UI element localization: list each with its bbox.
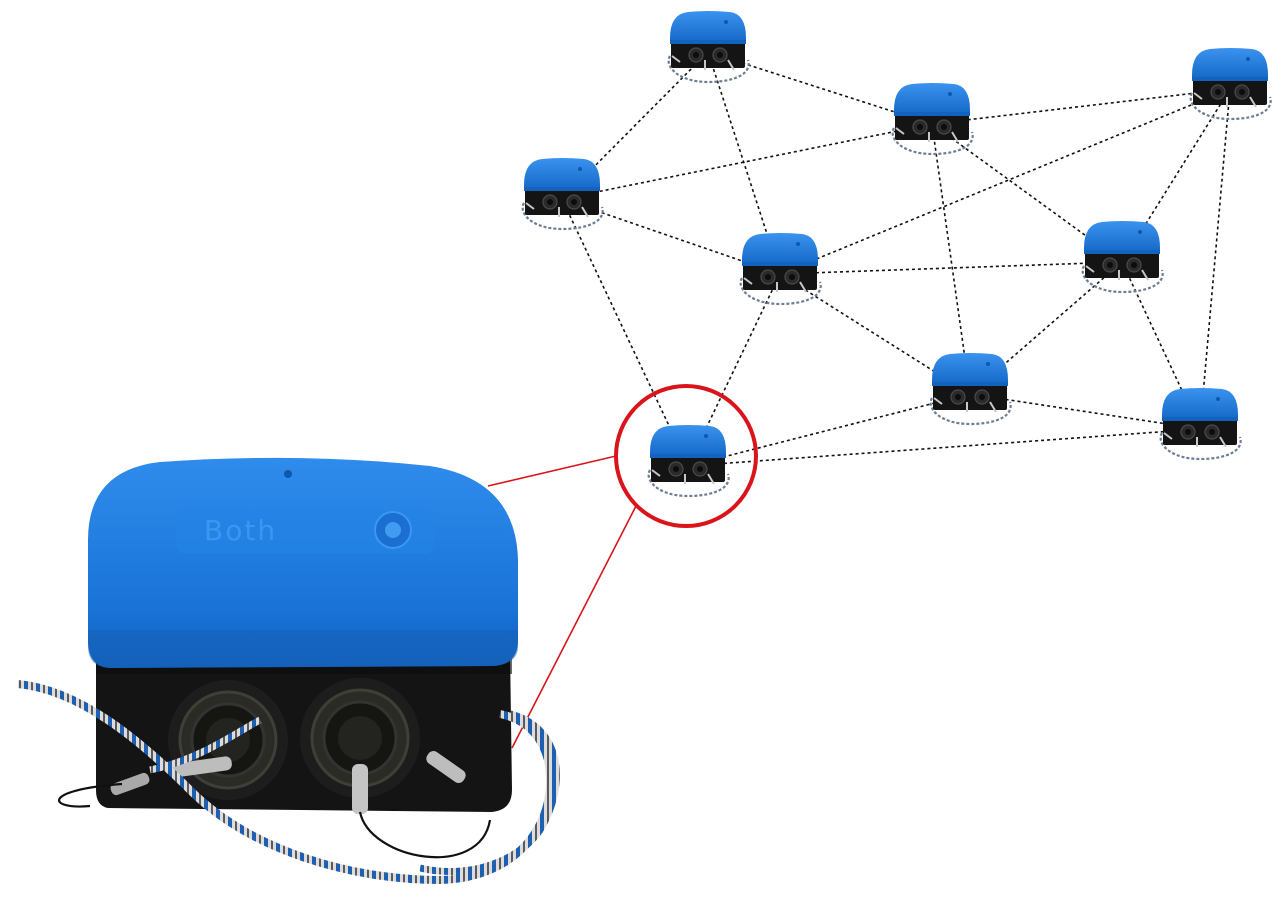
link-n2-n4	[931, 88, 1231, 125]
link-n10-n7	[687, 428, 1201, 467]
link-n2-n3	[561, 123, 933, 200]
device-node-n7	[1159, 386, 1242, 461]
device-node-n1	[667, 9, 750, 84]
link-n5-n6	[779, 261, 1123, 275]
link-n3-n10	[561, 198, 689, 467]
device-node-n2	[891, 81, 974, 156]
link-n8-n10	[687, 393, 971, 467]
link-n8-n7	[969, 393, 1201, 430]
nodes-layer	[521, 9, 1272, 498]
highlight-circle	[614, 384, 758, 528]
device-node-n6	[1081, 219, 1164, 294]
link-n4-n9	[1199, 88, 1231, 430]
zoom-connector-lines	[487, 455, 637, 749]
device-node-n8	[929, 351, 1012, 426]
device-closeup: Both	[17, 457, 560, 885]
link-n6-n9	[1121, 261, 1201, 430]
device-node-n10	[647, 423, 730, 498]
link-n4-n5	[779, 88, 1231, 275]
metal-pins	[110, 751, 466, 814]
device-node-n3	[521, 156, 604, 231]
embossed-logo-text: Both	[204, 514, 277, 547]
link-n1-n3	[561, 51, 709, 200]
device-node-n5	[739, 231, 822, 306]
device-node-n4	[1189, 46, 1272, 121]
